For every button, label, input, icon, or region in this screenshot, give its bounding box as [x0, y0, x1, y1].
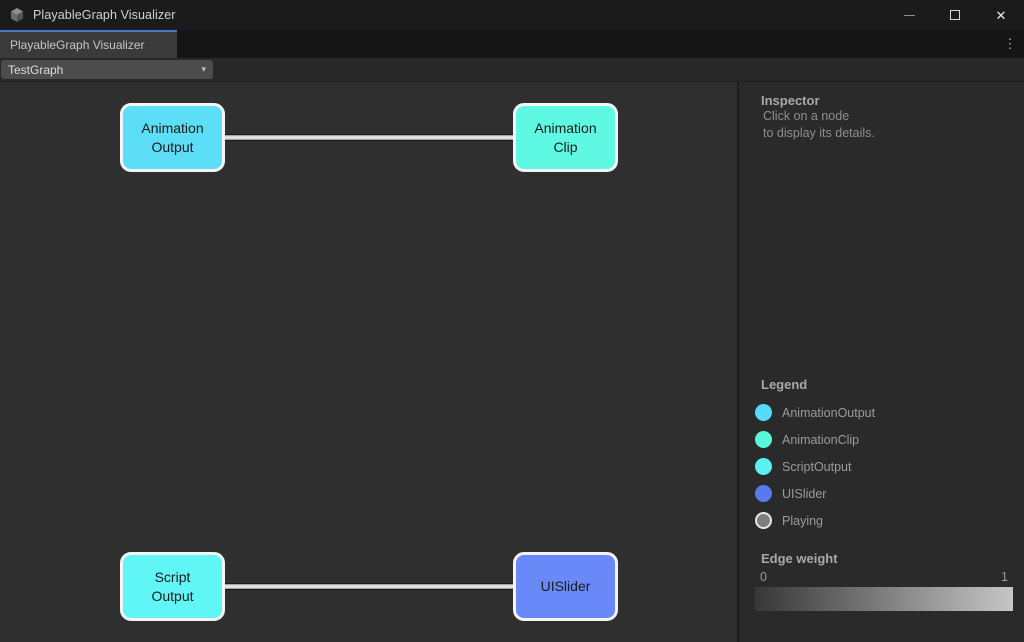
legend-dot-icon	[755, 431, 772, 448]
toolbar: TestGraph ▾	[0, 58, 1024, 82]
legend-label: ScriptOutput	[782, 459, 852, 474]
edge-weight-title: Edge weight	[761, 551, 838, 566]
dropdown-arrow-icon: ▾	[201, 64, 206, 74]
edge-weight-gradient-bar	[755, 587, 1013, 611]
node-label: Script Output	[151, 568, 194, 604]
kebab-menu-icon: ⋮	[1003, 36, 1017, 51]
edge-weight-min-label: 0	[760, 570, 767, 584]
legend-dot-icon	[755, 485, 772, 502]
edge-weight-max-label: 1	[1001, 570, 1008, 584]
unity-logo-icon	[9, 7, 25, 23]
graph-node-script-output[interactable]: Script Output	[120, 552, 225, 621]
edge-weight-scale: 0 1	[755, 570, 1013, 584]
graph-selector-value: TestGraph	[8, 62, 64, 77]
legend-item: ScriptOutput	[755, 453, 1013, 480]
tab-label: PlayableGraph Visualizer	[10, 38, 145, 52]
legend-label: Playing	[782, 513, 823, 528]
node-label: UISlider	[540, 578, 591, 594]
node-label: Animation Output	[141, 119, 204, 155]
inspector-section: Inspector Click on a node to display its…	[755, 93, 1013, 142]
legend-item: UISlider	[755, 480, 1013, 507]
close-button[interactable]: ✕	[978, 0, 1024, 30]
title-bar: PlayableGraph Visualizer ✕	[0, 0, 1024, 30]
inspector-panel: Inspector Click on a node to display its…	[737, 82, 1024, 642]
graph-edge-script-output-to-uislider	[224, 584, 514, 589]
graph-node-uislider[interactable]: UISlider	[513, 552, 618, 621]
window-controls: ✕	[886, 0, 1024, 30]
graph-node-animation-output[interactable]: Animation Output	[120, 103, 225, 172]
legend-dot-icon	[755, 458, 772, 475]
legend-label: UISlider	[782, 486, 827, 501]
maximize-icon	[950, 10, 960, 20]
maximize-button[interactable]	[932, 0, 978, 30]
legend-item: Playing	[755, 507, 1013, 534]
inspector-hint-line-1: Click on a node	[763, 109, 850, 123]
legend-dot-icon	[755, 512, 772, 529]
minimize-icon	[903, 14, 915, 16]
node-label: Animation Clip	[534, 119, 597, 155]
close-icon: ✕	[995, 7, 1007, 23]
legend-title: Legend	[761, 377, 808, 392]
graph-selector-dropdown[interactable]: TestGraph ▾	[1, 60, 213, 79]
edge-weight-section: Edge weight 0 1	[755, 551, 1013, 611]
legend-item: AnimationClip	[755, 426, 1013, 453]
tab-playablegraph-visualizer[interactable]: PlayableGraph Visualizer	[0, 30, 177, 58]
inspector-hint-line-2: to display its details.	[763, 126, 875, 140]
panel-menu-button[interactable]: ⋮	[998, 30, 1022, 58]
minimize-button[interactable]	[886, 0, 932, 30]
graph-edge-animation-output-to-animation-clip	[224, 135, 514, 140]
legend-label: AnimationClip	[782, 432, 860, 447]
inspector-title: Inspector	[761, 93, 820, 108]
legend-label: AnimationOutput	[782, 405, 876, 420]
window-title: PlayableGraph Visualizer	[33, 8, 176, 22]
legend-item: AnimationOutput	[755, 399, 1013, 426]
legend-dot-icon	[755, 404, 772, 421]
tab-bar: PlayableGraph Visualizer ⋮	[0, 30, 1024, 58]
graph-node-animation-clip[interactable]: Animation Clip	[513, 103, 618, 172]
